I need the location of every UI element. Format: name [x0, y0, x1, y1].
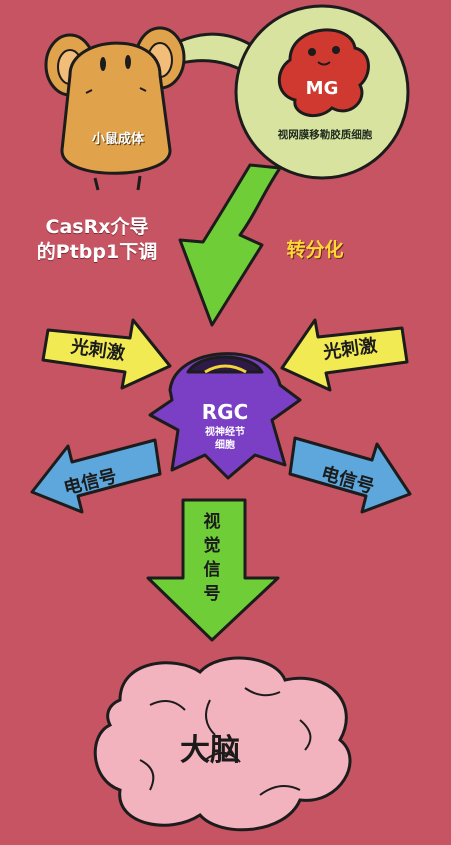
elec-arrow-left — [30, 438, 162, 514]
rgc-caption: 视神经节 细胞 — [205, 427, 245, 451]
brain-icon — [93, 656, 352, 832]
transdiff-label: 转分化 — [286, 239, 344, 261]
mouse-icon — [44, 26, 186, 191]
visual-signal-label: 视觉信号 — [203, 512, 221, 604]
mg-cell-icon — [277, 28, 370, 118]
rgc-cell-icon — [148, 352, 302, 480]
mouse-label: 小鼠成体 — [91, 132, 144, 147]
mg-caption: 视网膜移勒胶质细胞 — [277, 129, 373, 141]
elec-arrow-right — [288, 436, 412, 514]
mg-cell-label: MG — [305, 78, 339, 99]
rgc-label: RGC — [201, 400, 249, 424]
casrx-label: CasRx介导 的Ptbp1下调 — [36, 216, 158, 263]
light-arrow-left — [41, 318, 172, 390]
light-arrow-right — [280, 318, 409, 392]
visual-signal-arrow — [146, 498, 280, 642]
brain-label: 大脑 — [180, 733, 240, 768]
mg-bubble — [234, 4, 410, 180]
transdiff-arrow — [178, 163, 282, 327]
